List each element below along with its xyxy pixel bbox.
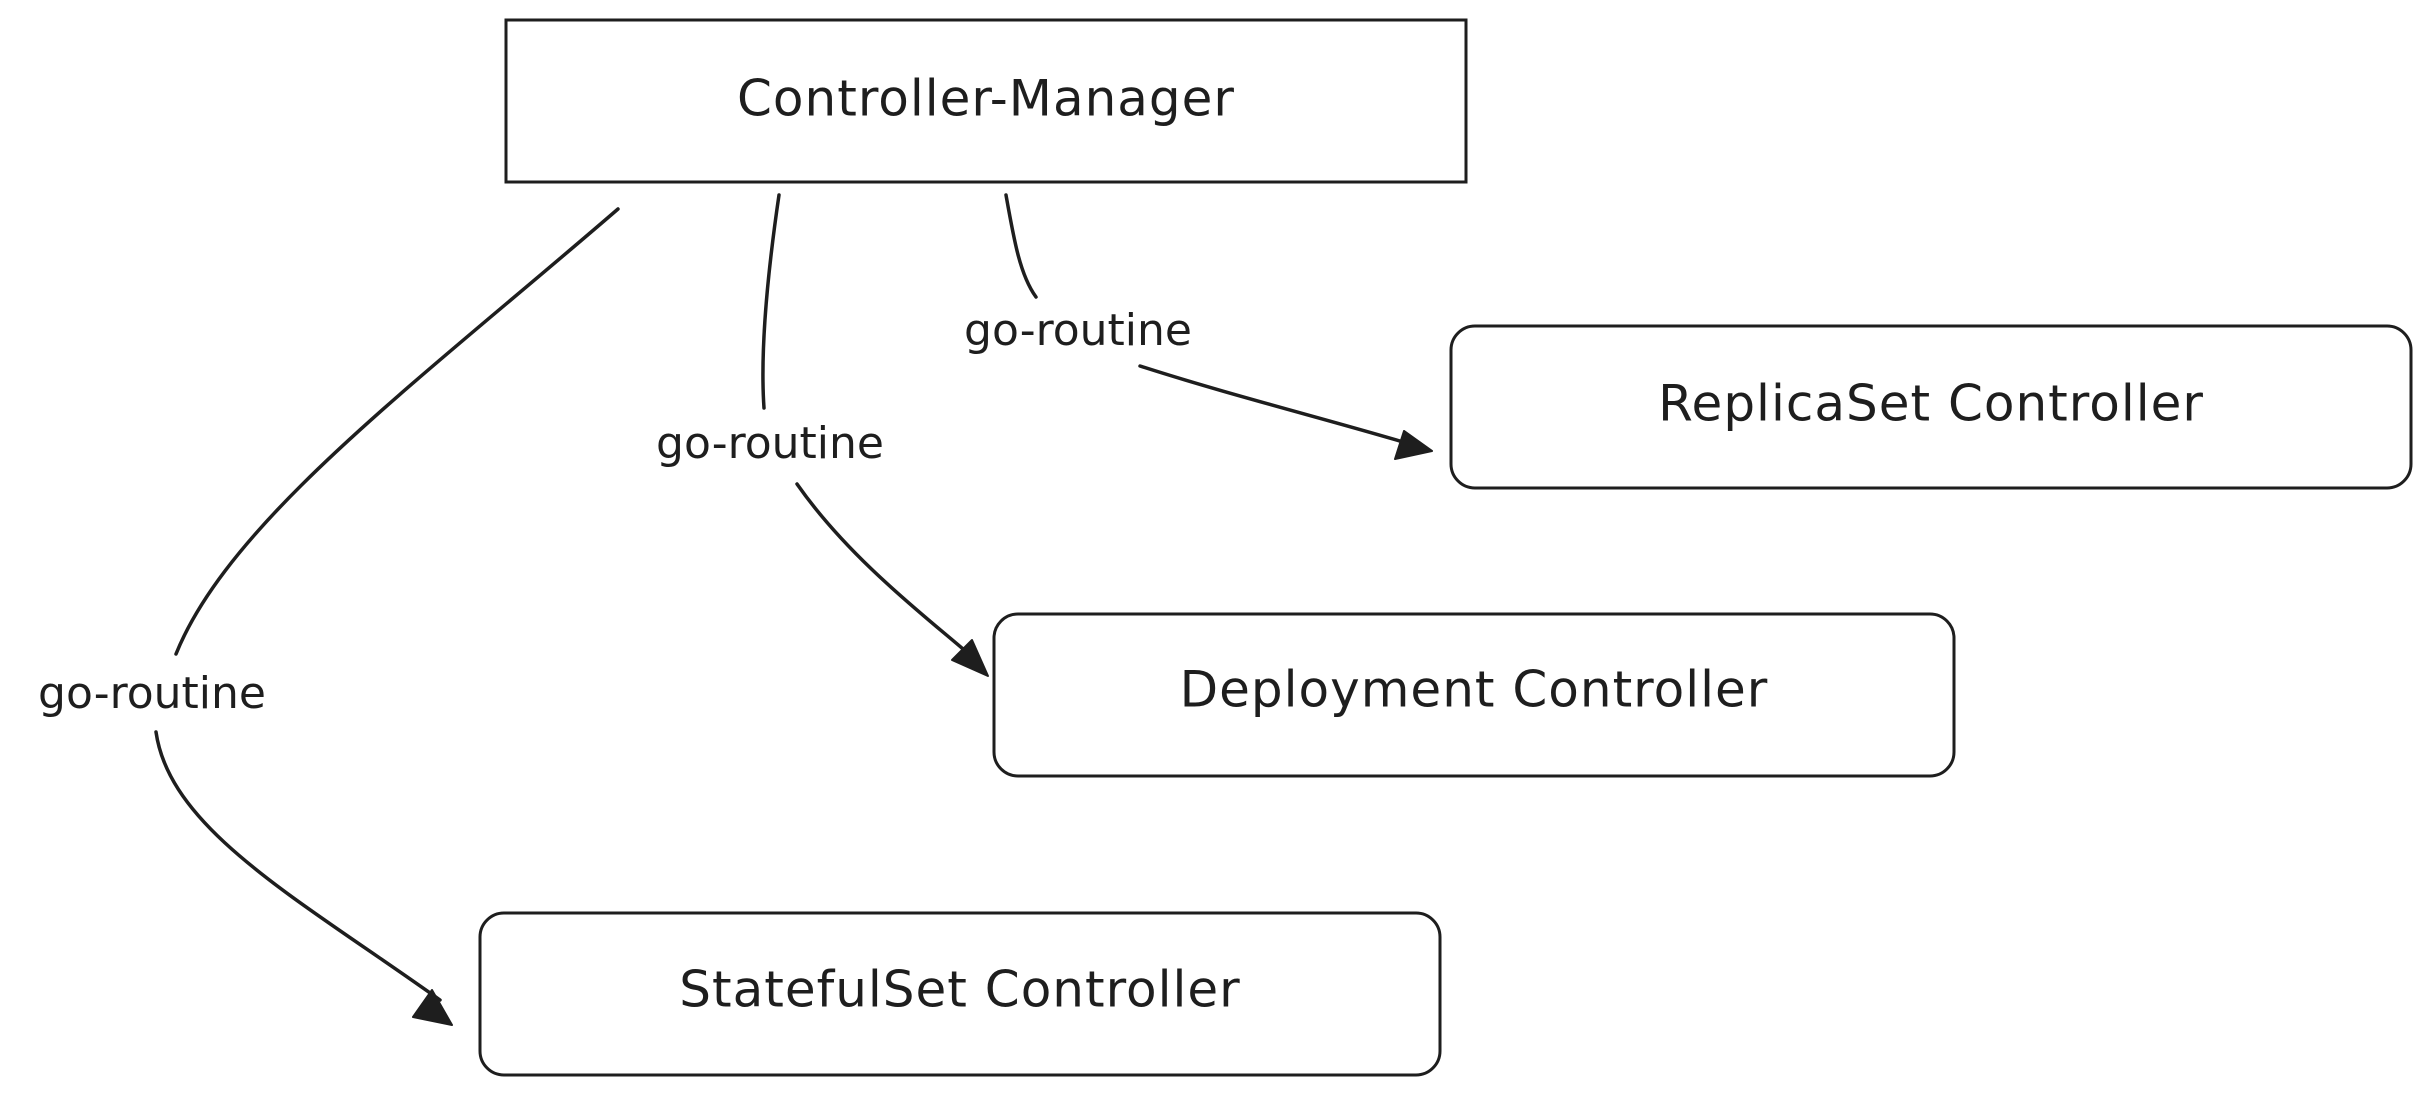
edge-line-deployment-upper bbox=[761, 193, 781, 410]
edge-label-replicaset: go-routine bbox=[964, 305, 1192, 356]
edge-manager-to-deployment[interactable]: go-routine bbox=[656, 193, 989, 677]
edge-label-deployment: go-routine bbox=[656, 418, 884, 469]
controller-manager-label: Controller-Manager bbox=[737, 70, 1235, 128]
deployment-controller-box bbox=[992, 612, 1956, 778]
edge-line-replicaset-lower bbox=[1138, 364, 1412, 446]
deployment-controller-label: Deployment Controller bbox=[1180, 661, 1769, 719]
edge-line-statefulset-upper bbox=[174, 207, 620, 656]
edge-manager-to-statefulset[interactable]: go-routine bbox=[38, 207, 620, 1026]
controller-manager-box bbox=[504, 18, 1468, 184]
edge-manager-to-replicaset[interactable]: go-routine bbox=[964, 193, 1433, 460]
edge-line-statefulset-lower bbox=[154, 730, 442, 1002]
arrowhead-deployment bbox=[951, 639, 989, 677]
statefulset-controller-box bbox=[478, 911, 1442, 1077]
replicaset-controller-box bbox=[1449, 324, 2413, 490]
replicaset-controller-node[interactable]: ReplicaSet Controller bbox=[1449, 324, 2413, 490]
arrowhead-replicaset bbox=[1394, 430, 1433, 460]
statefulset-controller-node[interactable]: StatefulSet Controller bbox=[478, 911, 1442, 1077]
edge-line-deployment-lower bbox=[795, 482, 972, 657]
statefulset-controller-label: StatefulSet Controller bbox=[679, 961, 1240, 1019]
replicaset-controller-label: ReplicaSet Controller bbox=[1658, 375, 2204, 433]
deployment-controller-node[interactable]: Deployment Controller bbox=[992, 612, 1956, 778]
arrowhead-statefulset bbox=[412, 989, 453, 1026]
edge-label-statefulset: go-routine bbox=[38, 668, 266, 719]
controller-manager-node[interactable]: Controller-Manager bbox=[504, 18, 1468, 184]
edge-line-replicaset-upper bbox=[1004, 193, 1038, 299]
